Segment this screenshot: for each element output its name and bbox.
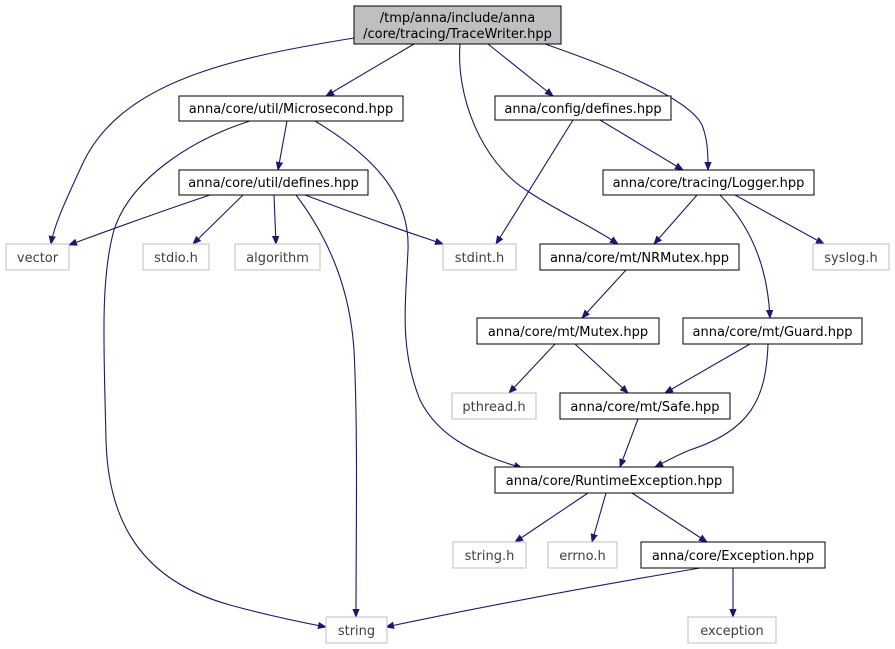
node-string-h-label: string.h bbox=[465, 549, 515, 564]
edge-safe-runtime-exception bbox=[620, 418, 639, 467]
edge-util-defines-algorithm bbox=[274, 194, 276, 244]
edge-util-defines-stdio bbox=[193, 194, 244, 244]
edge-config-defines-stdint bbox=[496, 119, 574, 244]
node-util-defines[interactable]: anna/core/util/defines.hpp bbox=[178, 169, 369, 196]
node-stdio[interactable]: stdio.h bbox=[142, 243, 210, 271]
edge-guard-safe bbox=[665, 343, 751, 393]
node-tracewriter-line2: /core/tracing/TraceWriter.hpp bbox=[363, 27, 552, 42]
node-guard[interactable]: anna/core/mt/Guard.hpp bbox=[682, 317, 863, 345]
edge-config-defines-logger bbox=[599, 119, 683, 170]
node-syslog[interactable]: syslog.h bbox=[812, 243, 890, 271]
node-errno[interactable]: errno.h bbox=[547, 541, 618, 569]
node-safe[interactable]: anna/core/mt/Safe.hpp bbox=[559, 392, 731, 420]
edge-microsecond-runtime-exception bbox=[314, 120, 522, 468]
node-vector[interactable]: vector bbox=[5, 243, 70, 271]
node-pthread-label: pthread.h bbox=[462, 400, 525, 415]
edge-runtime-exception-string-h bbox=[515, 492, 589, 542]
edge-microsecond-util-defines bbox=[278, 120, 288, 170]
edge-mutex-safe bbox=[574, 343, 628, 393]
node-exception-label: exception bbox=[700, 624, 764, 639]
edge-util-defines-stdint bbox=[304, 194, 443, 244]
node-errno-label: errno.h bbox=[559, 549, 606, 564]
node-mutex-label: anna/core/mt/Mutex.hpp bbox=[488, 325, 648, 340]
edge-tracewriter-microsecond bbox=[326, 43, 415, 96]
edge-logger-guard bbox=[719, 194, 770, 318]
edge-guard-runtime-exception bbox=[655, 343, 769, 468]
node-algorithm[interactable]: algorithm bbox=[234, 243, 321, 271]
edge-exception-hpp-string bbox=[386, 567, 701, 627]
node-exception-hpp[interactable]: anna/core/Exception.hpp bbox=[640, 541, 826, 569]
node-microsecond[interactable]: anna/core/util/Microsecond.hpp bbox=[178, 95, 404, 122]
edge-logger-syslog bbox=[734, 194, 824, 244]
edge-microsecond-string bbox=[103, 120, 326, 627]
node-syslog-label: syslog.h bbox=[824, 251, 877, 266]
node-util-defines-label: anna/core/util/defines.hpp bbox=[188, 176, 359, 191]
node-runtime-exception[interactable]: anna/core/RuntimeException.hpp bbox=[494, 466, 734, 494]
node-stdint[interactable]: stdint.h bbox=[442, 243, 517, 271]
node-exception-hpp-label: anna/core/Exception.hpp bbox=[652, 549, 814, 564]
node-vector-label: vector bbox=[17, 251, 59, 266]
edge-logger-nrmutex bbox=[654, 194, 698, 244]
node-guard-label: anna/core/mt/Guard.hpp bbox=[693, 325, 853, 340]
node-config-defines-label: anna/config/defines.hpp bbox=[504, 102, 661, 117]
edge-tracewriter-logger bbox=[544, 43, 708, 170]
node-algorithm-label: algorithm bbox=[246, 251, 309, 266]
edge-mutex-pthread bbox=[509, 343, 556, 393]
edge-runtime-exception-errno bbox=[592, 492, 607, 542]
edge-nrmutex-mutex bbox=[582, 269, 627, 318]
node-pthread[interactable]: pthread.h bbox=[451, 392, 537, 420]
node-safe-label: anna/core/mt/Safe.hpp bbox=[570, 400, 719, 415]
node-nrmutex-label: anna/core/mt/NRMutex.hpp bbox=[550, 251, 729, 266]
node-nrmutex[interactable]: anna/core/mt/NRMutex.hpp bbox=[539, 243, 740, 271]
node-stdio-label: stdio.h bbox=[154, 251, 198, 266]
node-config-defines[interactable]: anna/config/defines.hpp bbox=[494, 95, 672, 121]
node-tracewriter-line1: /tmp/anna/include/anna bbox=[380, 11, 535, 26]
node-tracewriter[interactable]: /tmp/anna/include/anna /core/tracing/Tra… bbox=[353, 5, 562, 45]
node-exception[interactable]: exception bbox=[687, 616, 777, 644]
node-stdint-label: stdint.h bbox=[455, 251, 504, 266]
node-microsecond-label: anna/core/util/Microsecond.hpp bbox=[189, 102, 394, 117]
node-string-label: string bbox=[338, 624, 375, 639]
node-mutex[interactable]: anna/core/mt/Mutex.hpp bbox=[476, 317, 660, 345]
edge-tracewriter-vector bbox=[51, 37, 355, 244]
edges bbox=[51, 37, 824, 627]
node-runtime-exception-label: anna/core/RuntimeException.hpp bbox=[506, 474, 722, 489]
edge-util-defines-vector bbox=[69, 194, 211, 245]
edge-tracewriter-nrmutex bbox=[459, 43, 618, 244]
node-string-h[interactable]: string.h bbox=[452, 541, 527, 569]
edge-util-defines-string bbox=[295, 194, 357, 617]
node-string[interactable]: string bbox=[325, 616, 388, 644]
edge-runtime-exception-exception-hpp bbox=[631, 492, 707, 542]
edge-tracewriter-config-defines bbox=[487, 43, 553, 96]
node-logger[interactable]: anna/core/tracing/Logger.hpp bbox=[602, 169, 815, 196]
node-logger-label: anna/core/tracing/Logger.hpp bbox=[613, 176, 805, 191]
nodes: /tmp/anna/include/anna /core/tracing/Tra… bbox=[5, 5, 890, 644]
